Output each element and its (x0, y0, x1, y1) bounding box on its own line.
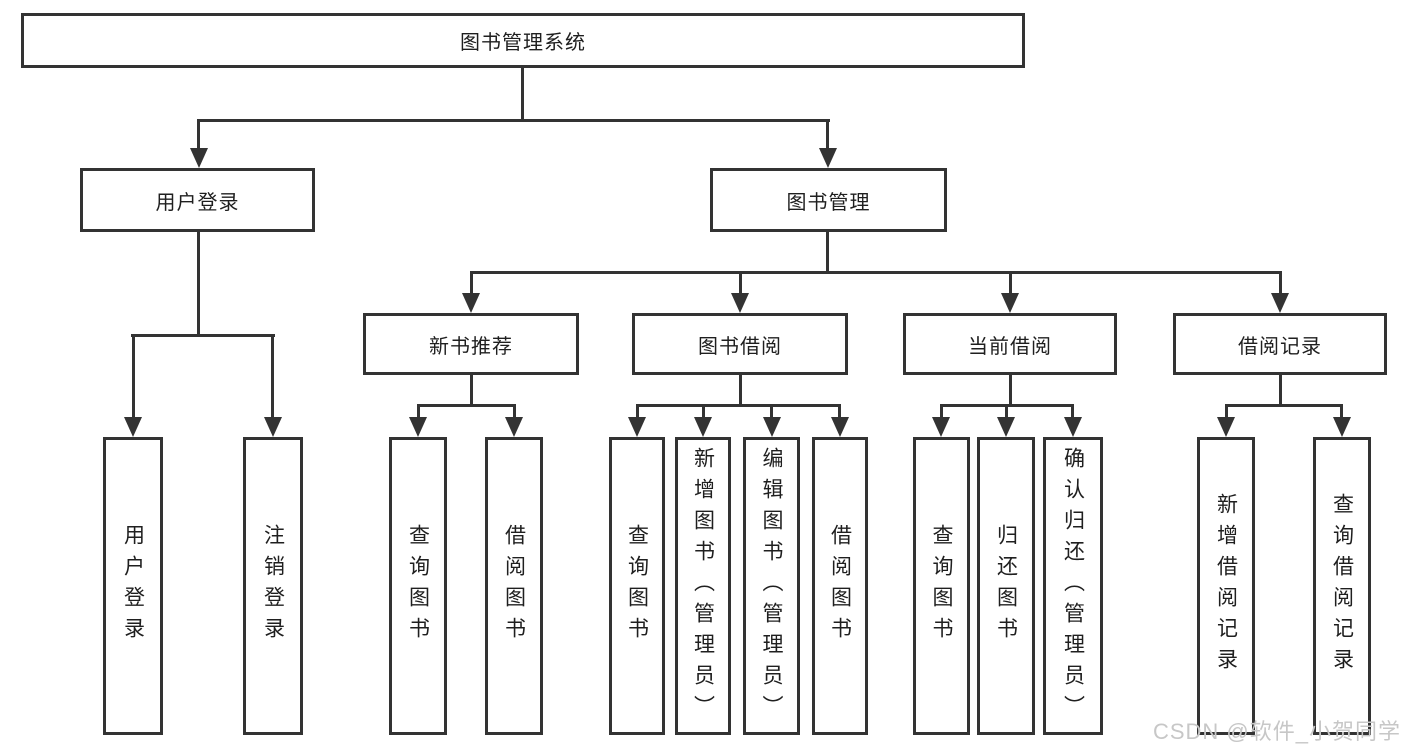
arrowhead-down-icon (462, 293, 480, 313)
connector-line (636, 404, 639, 419)
arrowhead-down-icon (932, 417, 950, 437)
leaf-label: 编辑图书（管理员） (760, 446, 783, 726)
leaf-query-borrow-record: 查询借阅记录 (1313, 437, 1371, 735)
arrowhead-down-icon (1001, 293, 1019, 313)
connector-line (1009, 375, 1012, 406)
node-label: 新书推荐 (429, 335, 513, 358)
connector-line (826, 119, 829, 150)
arrowhead-down-icon (1271, 293, 1289, 313)
connector-line (702, 404, 705, 419)
connector-line (513, 404, 516, 419)
node-root-library-system: 图书管理系统 (21, 13, 1025, 68)
connector-line (470, 271, 1282, 274)
leaf-return-books: 归还图书 (977, 437, 1035, 735)
connector-line (197, 119, 200, 150)
leaf-borrow-books-recommend: 借阅图书 (485, 437, 543, 735)
leaf-edit-books-admin: 编辑图书（管理员） (743, 437, 800, 735)
leaf-add-borrow-record: 新增借阅记录 (1197, 437, 1255, 735)
leaf-label: 查询图书 (625, 524, 649, 648)
connector-line (417, 404, 515, 407)
arrowhead-down-icon (264, 417, 282, 437)
leaf-add-books-admin: 新增图书（管理员） (675, 437, 731, 735)
connector-line (1279, 375, 1282, 406)
leaf-query-books-current: 查询图书 (913, 437, 970, 735)
leaf-label: 新增图书（管理员） (691, 446, 715, 726)
connector-line (521, 68, 524, 122)
leaf-user-login: 用户登录 (103, 437, 163, 735)
connector-line (1340, 404, 1343, 419)
connector-line (940, 404, 943, 419)
connector-line (131, 334, 275, 337)
arrowhead-down-icon (1333, 417, 1351, 437)
connector-line (470, 271, 473, 295)
connector-line (1225, 404, 1343, 407)
leaf-label: 确认归还（管理员） (1061, 446, 1085, 726)
node-book-management: 图书管理 (710, 168, 947, 232)
arrowhead-down-icon (694, 417, 712, 437)
connector-line (197, 232, 200, 336)
node-label: 图书管理系统 (460, 32, 586, 54)
connector-line (271, 334, 274, 418)
arrowhead-down-icon (731, 293, 749, 313)
connector-line (132, 334, 135, 418)
csdn-watermark: CSDN @软件_小贺同学 (1152, 719, 1401, 744)
node-new-book-recommend: 新书推荐 (363, 313, 579, 375)
connector-line (770, 404, 773, 419)
connector-line (470, 375, 473, 406)
connector-line (1009, 271, 1012, 295)
leaf-borrow-books: 借阅图书 (812, 437, 868, 735)
connector-line (838, 404, 841, 419)
leaf-label: 归还图书 (994, 524, 1018, 648)
leaf-label: 新增借阅记录 (1214, 493, 1238, 679)
leaf-label: 注销登录 (261, 524, 285, 648)
leaf-label: 借阅图书 (828, 524, 852, 648)
arrowhead-down-icon (124, 417, 142, 437)
connector-line (197, 119, 830, 122)
leaf-query-books-recommend: 查询图书 (389, 437, 447, 735)
leaf-label: 查询借阅记录 (1330, 493, 1354, 679)
arrowhead-down-icon (831, 417, 849, 437)
arrowhead-down-icon (1064, 417, 1082, 437)
connector-line (417, 404, 420, 419)
node-borrowing-records: 借阅记录 (1173, 313, 1387, 375)
node-label: 图书管理 (786, 191, 871, 214)
leaf-logout: 注销登录 (243, 437, 303, 735)
node-label: 当前借阅 (968, 335, 1052, 358)
leaf-label: 查询图书 (406, 524, 430, 648)
arrowhead-down-icon (505, 417, 523, 437)
arrowhead-down-icon (190, 148, 208, 168)
connector-line (1071, 404, 1074, 419)
arrowhead-down-icon (1217, 417, 1235, 437)
node-current-borrowing: 当前借阅 (903, 313, 1117, 375)
arrowhead-down-icon (997, 417, 1015, 437)
node-book-borrowing: 图书借阅 (632, 313, 848, 375)
arrowhead-down-icon (819, 148, 837, 168)
node-label: 图书借阅 (698, 335, 782, 358)
node-user-login: 用户登录 (80, 168, 315, 232)
connector-line (739, 271, 742, 295)
leaf-label: 用户登录 (121, 524, 145, 648)
arrowhead-down-icon (628, 417, 646, 437)
connector-line (1225, 404, 1228, 419)
leaf-label: 借阅图书 (502, 524, 526, 648)
arrowhead-down-icon (409, 417, 427, 437)
leaf-confirm-return-admin: 确认归还（管理员） (1043, 437, 1103, 735)
node-label: 借阅记录 (1238, 335, 1322, 358)
connector-line (739, 375, 742, 406)
leaf-query-books-borrowing: 查询图书 (609, 437, 665, 735)
arrowhead-down-icon (763, 417, 781, 437)
connector-line (636, 404, 841, 407)
leaf-label: 查询图书 (930, 524, 953, 648)
connector-line (1005, 404, 1008, 419)
node-label: 用户登录 (155, 191, 240, 214)
connector-line (826, 232, 829, 274)
connector-line (1279, 271, 1282, 295)
